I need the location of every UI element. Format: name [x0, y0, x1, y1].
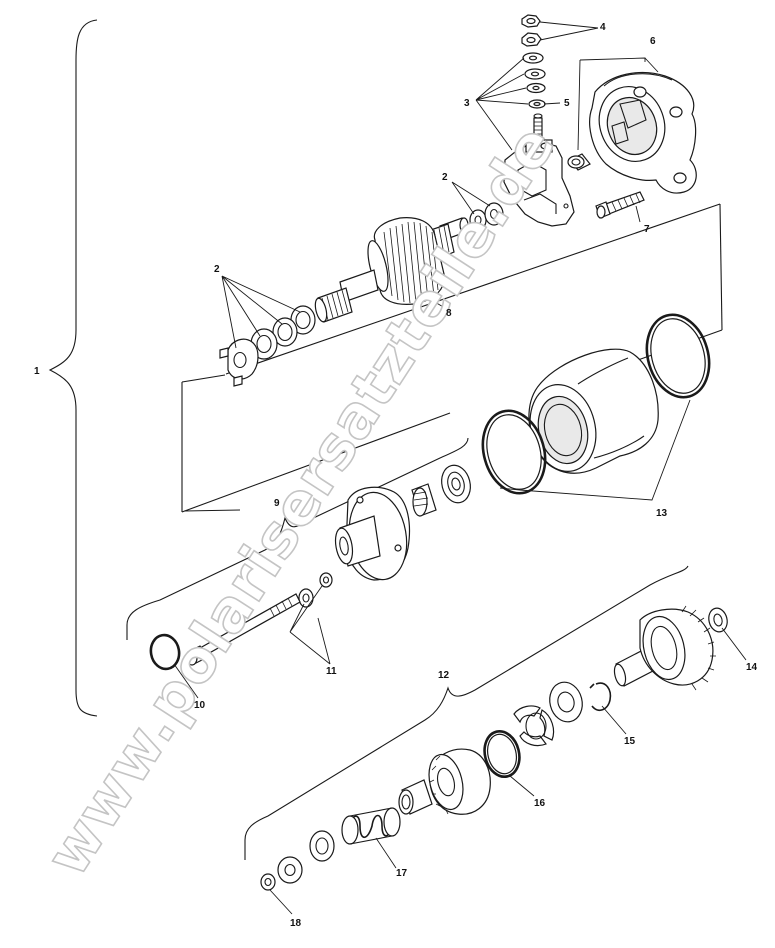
drive-end-housing [334, 464, 471, 581]
callout-2-lower: 2 [214, 264, 220, 275]
callout-9: 9 [274, 498, 280, 509]
through-bolt-7 [595, 191, 645, 219]
armature-shims-upper [469, 202, 504, 231]
callout-15: 15 [624, 736, 636, 747]
callout-12: 12 [438, 670, 450, 681]
callout-10: 10 [194, 700, 206, 711]
assembly-brace [48, 19, 98, 717]
leader-lines [173, 21, 747, 915]
bolt-washers-11 [298, 572, 333, 608]
armature-8 [314, 217, 469, 323]
callout-17: 17 [396, 868, 408, 879]
callout-8: 8 [446, 308, 452, 319]
field-frame [528, 348, 659, 474]
long-through-bolt [186, 593, 301, 666]
group-12-brace [244, 565, 689, 860]
split-collar [513, 705, 555, 747]
commutator-end-cover [567, 71, 697, 194]
callout-13: 13 [656, 508, 668, 519]
pinion-shaft [613, 605, 728, 691]
callout-4: 4 [600, 22, 606, 33]
section-boundary-lines [181, 203, 723, 513]
spring-17 [309, 807, 401, 862]
callout-11: 11 [326, 666, 337, 677]
ring-16 [483, 730, 521, 778]
callout-16: 16 [534, 798, 546, 809]
o-ring-front-13 [481, 409, 547, 495]
terminal-hardware-stack [521, 14, 546, 119]
stopper-15 [549, 681, 612, 723]
callout-1: 1 [34, 366, 40, 377]
brush-holder-plate [503, 117, 575, 227]
callout-3: 3 [464, 98, 470, 109]
snap-ring-10 [149, 633, 181, 671]
callout-18: 18 [290, 918, 302, 929]
callout-labels: 1 4 6 3 5 2 7 2 8 9 13 11 12 14 10 15 16… [34, 22, 758, 929]
callout-5: 5 [564, 98, 570, 109]
callout-2-upper: 2 [442, 172, 448, 183]
callout-14: 14 [746, 662, 758, 673]
overrunning-clutch [398, 748, 491, 815]
washers-18 [260, 856, 303, 891]
callout-7: 7 [644, 224, 650, 235]
group-9-brace [126, 437, 469, 640]
callout-6: 6 [650, 36, 656, 47]
o-ring-rear-13 [645, 313, 711, 399]
armature-shims-lower [219, 305, 316, 387]
